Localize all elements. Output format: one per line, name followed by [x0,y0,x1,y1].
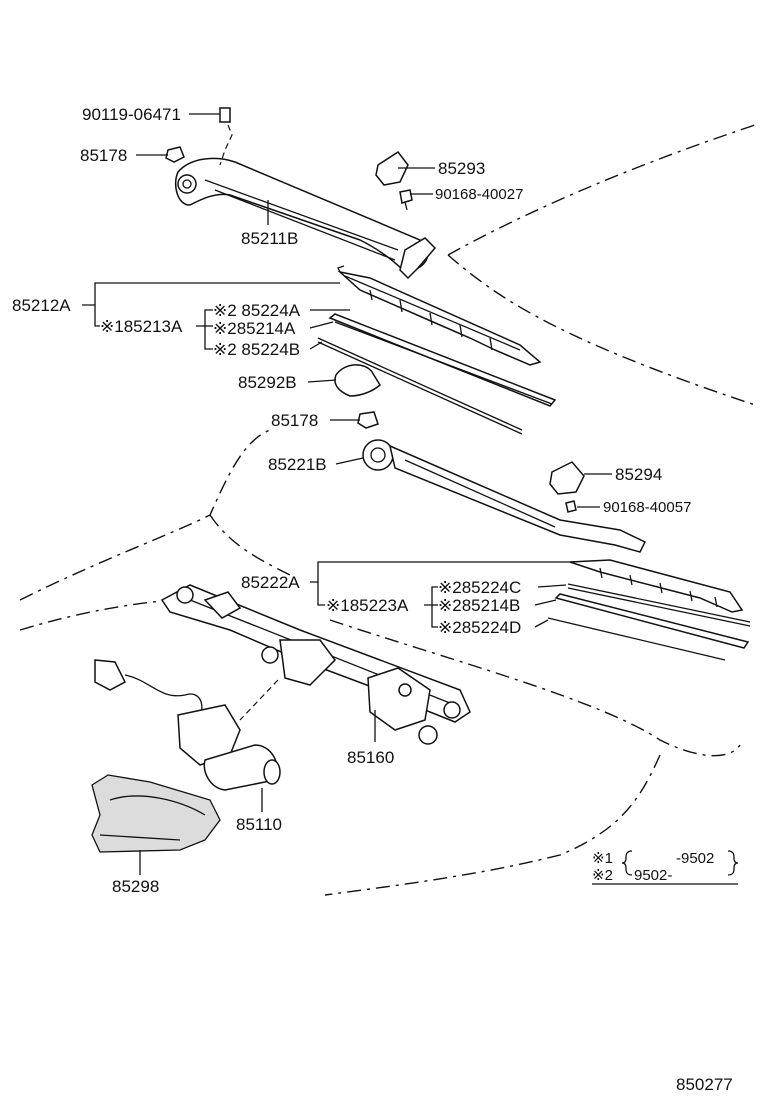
wiper-motor-85110 [94,659,281,791]
hood-outline [19,124,756,896]
cap-85294 [549,461,585,495]
label-rubber-85214B[interactable]: ※285214B [438,596,520,615]
blade-rubber-85214B [554,593,750,649]
label-rubber-85224A[interactable]: ※2 85224A [213,301,301,320]
screw-90168-40057 [565,500,577,513]
legend-note2-mark: ※2 [592,867,613,884]
label-rubber-85224C[interactable]: ※285224C [438,578,521,597]
label-rubber-85224B[interactable]: ※2 85224B [213,340,300,359]
label-screw-90168-40027[interactable]: 90168-40027 [435,186,523,203]
wiper-arm-85221B [362,439,647,553]
label-blade-85222A[interactable]: 85222A [241,573,300,592]
label-screw-90168-40057[interactable]: 90168-40057 [603,499,691,516]
label-motor-85110[interactable]: 85110 [236,815,282,834]
blade-rubber-85224A [328,313,557,407]
cap-85292B [334,364,381,397]
bolt-90119-06471 [219,107,233,166]
label-cover-85298[interactable]: 85298 [112,877,159,896]
applicability-legend: ※1 -9502 ※2 9502- [592,850,739,885]
label-bolt-90119[interactable]: 90119-06471 [82,105,181,124]
label-blade-85223A[interactable]: ※185223A [326,596,409,615]
nut-85178-top [165,146,185,163]
label-rubber-85214A[interactable]: ※285214A [213,319,296,338]
blade-rubber-85224C [567,583,751,627]
wiper-arm-85211B [174,157,437,280]
nut-85178-mid [357,411,379,429]
label-arm-85221B[interactable]: 85221B [268,455,327,474]
label-cap-85293[interactable]: 85293 [438,159,485,178]
motor-cover-85298 [91,774,221,853]
leader-lines [82,113,612,875]
diagram-code: 850277 [676,1075,733,1094]
label-arm-85211B[interactable]: 85211B [241,229,298,248]
legend-note1-mark: ※1 [592,850,613,867]
label-cap-85292B[interactable]: 85292B [238,373,297,392]
label-rubber-85224D[interactable]: ※285224D [438,618,521,637]
label-nut-85178-top[interactable]: 85178 [80,146,127,165]
label-link-85160[interactable]: 85160 [347,748,394,767]
label-blade-85213A[interactable]: ※185213A [100,317,183,336]
screw-90168-40027 [399,189,413,211]
label-cap-85294[interactable]: 85294 [615,465,662,484]
blade-rubber-85224B [317,337,523,435]
legend-note1-range: -9502 [676,850,714,867]
label-nut-85178-mid[interactable]: 85178 [271,411,318,430]
wiper-blade-85212A [337,265,542,366]
label-blade-85212A[interactable]: 85212A [12,296,71,315]
wiper-blade-85222A [569,559,744,613]
part-labels: 90119-06471 85178 85293 90168-40027 8521… [12,105,691,896]
wiper-link-85160 [160,584,471,745]
blade-rubber-85224D [547,617,726,661]
cap-85293 [375,150,409,186]
legend-note2-range: 9502- [634,867,672,884]
